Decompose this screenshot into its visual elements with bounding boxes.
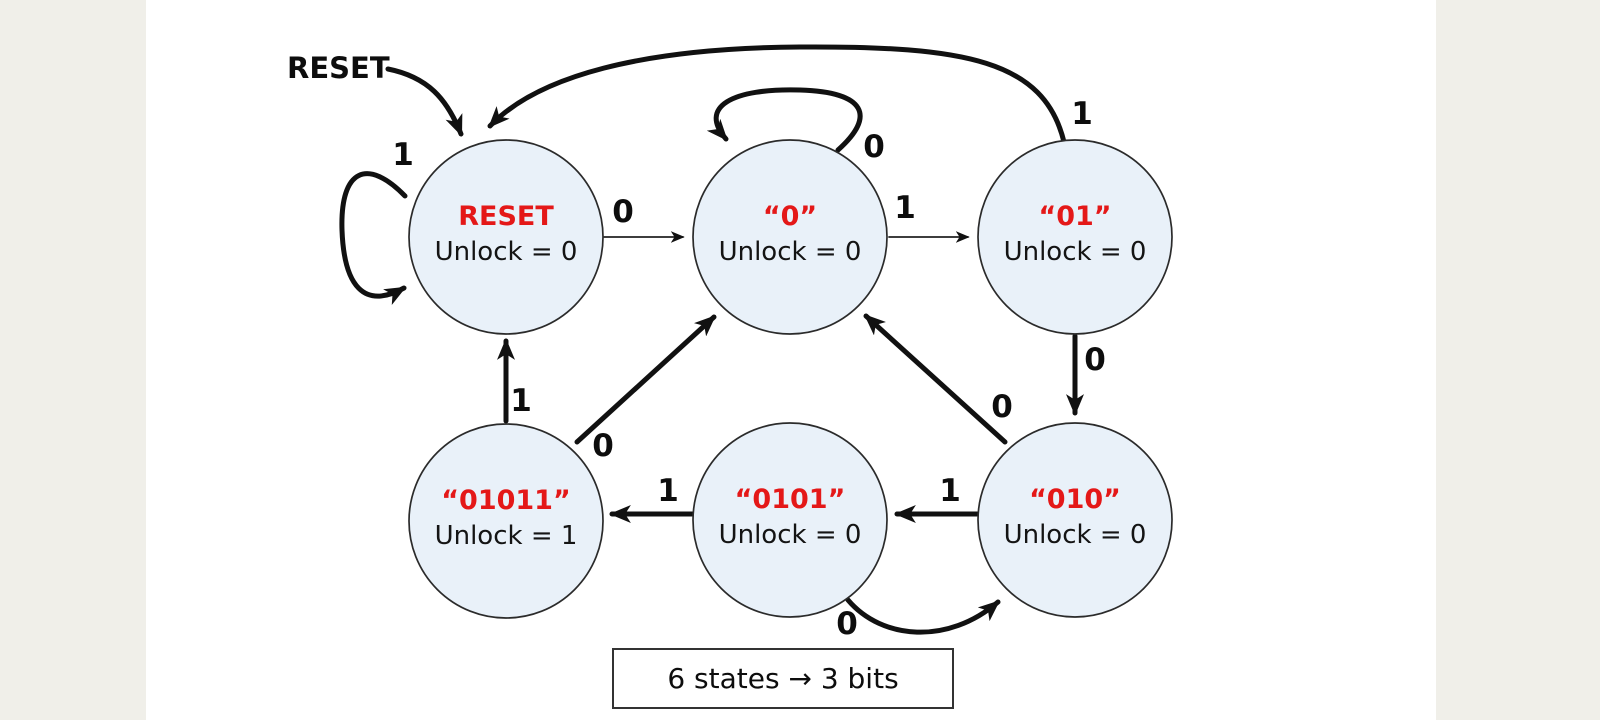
right-margin <box>1436 0 1600 720</box>
state-01-circle <box>977 139 1173 335</box>
left-margin <box>0 0 146 720</box>
transition-label-01011-to-0: 0 <box>592 428 614 464</box>
transition-arrows <box>339 44 1084 635</box>
arrow-01-to-reset <box>487 44 1067 145</box>
state-0-output: Unlock = 0 <box>719 237 862 267</box>
transition-label-0-self: 0 <box>863 129 885 165</box>
transition-label-010-to-0: 0 <box>991 389 1013 425</box>
state-01: “01” Unlock = 0 <box>977 139 1173 335</box>
state-0101-circle <box>692 422 888 618</box>
state-0101-output: Unlock = 0 <box>719 520 862 550</box>
arrow-0-self-loop <box>706 87 863 153</box>
arrow-0101-to-010 <box>845 597 1001 635</box>
state-0-circle <box>692 139 888 335</box>
reset-pointer-label: RESET <box>287 51 390 85</box>
state-01-name: “01” <box>1038 201 1111 232</box>
state-reset-output: Unlock = 0 <box>435 237 578 267</box>
transition-label-0-to-01: 1 <box>894 190 916 226</box>
state-010-output: Unlock = 0 <box>1004 520 1147 550</box>
transition-label-reset-self: 1 <box>392 137 414 173</box>
state-01011: “01011” Unlock = 1 <box>408 423 604 619</box>
transition-label-01-to-010: 0 <box>1084 342 1106 378</box>
state-reset-name: RESET <box>458 201 554 232</box>
state-010: “010” Unlock = 0 <box>977 422 1173 618</box>
state-reset-circle <box>408 139 604 335</box>
transition-label-01011-to-reset: 1 <box>510 383 532 419</box>
arrow-010-to-0 <box>863 313 1008 445</box>
state-0101: “0101” Unlock = 0 <box>692 422 888 618</box>
state-010-name: “010” <box>1029 484 1121 515</box>
caption-box: 6 states → 3 bits <box>612 648 954 709</box>
arrow-reset-self-loop <box>339 171 408 305</box>
state-0-name: “0” <box>763 201 817 232</box>
state-0101-name: “0101” <box>735 484 846 515</box>
arrow-01011-to-0 <box>574 314 717 445</box>
state-01011-name: “01011” <box>441 485 570 516</box>
state-reset: RESET Unlock = 0 <box>408 139 604 335</box>
state-01-output: Unlock = 0 <box>1004 237 1147 267</box>
state-01011-circle <box>408 423 604 619</box>
state-0: “0” Unlock = 0 <box>692 139 888 335</box>
transition-label-01-to-reset: 1 <box>1071 96 1093 132</box>
transition-label-010-to-0101: 1 <box>939 473 961 509</box>
state-010-circle <box>977 422 1173 618</box>
transition-label-0101-to-01011: 1 <box>657 473 679 509</box>
transition-label-0101-to-010: 0 <box>836 606 858 642</box>
caption-text: 6 states → 3 bits <box>667 662 898 695</box>
arrow-reset-pointer <box>385 66 464 137</box>
transition-label-reset-to-0: 0 <box>612 194 634 230</box>
state-01011-output: Unlock = 1 <box>435 521 578 551</box>
caption-box-rect <box>612 648 954 709</box>
